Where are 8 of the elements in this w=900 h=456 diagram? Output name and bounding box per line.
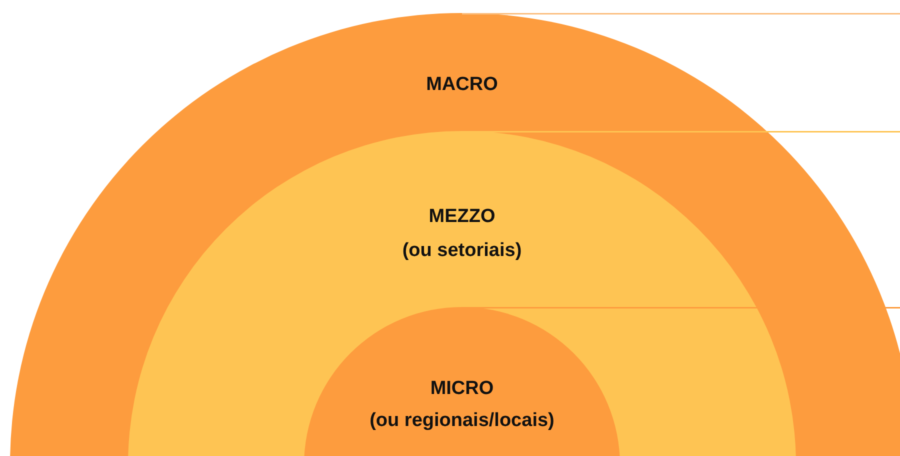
level-subtitle: (ou regionais/locais) xyxy=(368,410,556,432)
leader-line xyxy=(462,13,900,14)
leader-line xyxy=(462,131,900,132)
leader-line xyxy=(462,307,900,308)
level-subtitle: (ou setoriais) xyxy=(401,240,523,262)
level-title: MICRO xyxy=(429,378,495,400)
level-title: MACRO xyxy=(425,74,499,96)
level-title: MEZZO xyxy=(428,206,496,228)
